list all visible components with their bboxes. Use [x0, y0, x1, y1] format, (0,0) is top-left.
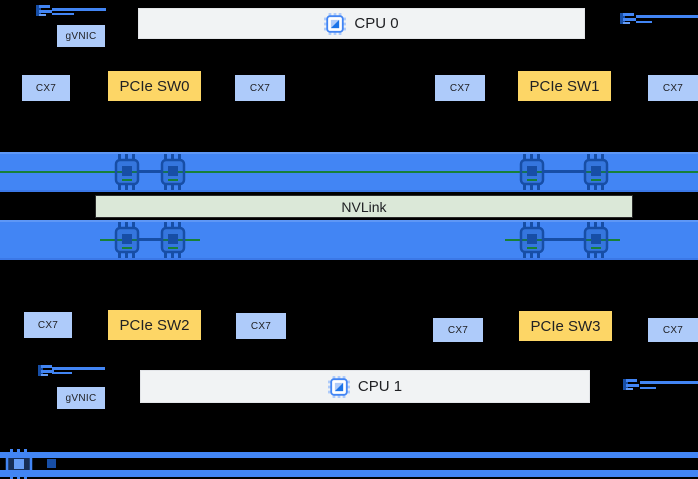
pcie-sw1-label: PCIe SW1 — [529, 77, 600, 95]
nic-port-icon — [620, 11, 637, 26]
pcie-sw0-label: PCIe SW0 — [119, 77, 190, 95]
bottom-network-stripe — [0, 452, 698, 458]
pcie-sw3-label: PCIe SW3 — [530, 317, 601, 335]
network-node-dot — [47, 459, 56, 468]
cx7-label: CX7 — [662, 324, 684, 336]
cpu0-box: CPU 0 — [138, 8, 585, 39]
nic-link-line — [52, 372, 72, 374]
gpu-interconnect — [543, 170, 585, 173]
cx7-box: CX7 — [433, 318, 483, 342]
chip-icon — [4, 449, 34, 479]
cx7-box: CX7 — [236, 313, 286, 339]
cx7-box: CX7 — [24, 312, 72, 338]
cx7-box: CX7 — [22, 75, 70, 101]
pcie-sw3-box: PCIe SW3 — [519, 311, 612, 341]
gpu-chip-icon — [583, 154, 609, 190]
gpu-chip-icon — [114, 154, 140, 190]
gpu-interconnect — [138, 238, 162, 241]
cx7-label: CX7 — [249, 82, 271, 94]
cpu-chip-icon — [327, 375, 350, 398]
cpu-chip-icon — [324, 12, 347, 35]
gpu-interconnect — [138, 170, 162, 173]
nvlink-line-top — [0, 171, 698, 173]
gpu-chip-icon — [519, 222, 545, 258]
nic-link-line — [52, 367, 105, 370]
gpu-chip-icon — [583, 222, 609, 258]
bottom-network-stripe — [0, 470, 698, 477]
cx7-label: CX7 — [447, 324, 469, 336]
cpu0-label: CPU 0 — [354, 15, 399, 32]
nic-link-line — [636, 21, 652, 23]
nic-port-icon — [623, 377, 640, 392]
pcie-sw0-box: PCIe SW0 — [108, 71, 201, 101]
nic-link-line — [52, 8, 106, 11]
nic-port-icon — [38, 363, 55, 378]
cx7-label: CX7 — [449, 82, 471, 94]
gvnic-box-bottom: gVNIC — [57, 387, 105, 409]
gpu-chip-icon — [160, 222, 186, 258]
nic-link-line — [640, 381, 698, 384]
nic-link-line — [52, 13, 74, 15]
cx7-box: CX7 — [648, 75, 698, 101]
cx7-box: CX7 — [235, 75, 285, 101]
pcie-sw1-box: PCIe SW1 — [518, 71, 611, 101]
cpu1-label: CPU 1 — [357, 378, 403, 395]
gvnic-bottom-label: gVNIC — [65, 392, 97, 404]
nic-port-icon — [36, 3, 53, 18]
nic-link-line — [636, 15, 698, 18]
cx7-label: CX7 — [35, 82, 57, 94]
cpu1-box: CPU 1 — [140, 370, 590, 403]
gpu-chip-icon — [114, 222, 140, 258]
cx7-box: CX7 — [435, 75, 485, 101]
cx7-label: CX7 — [37, 319, 59, 331]
nic-link-line — [640, 387, 656, 389]
gpu-chip-icon — [160, 154, 186, 190]
gpu-chip-icon — [519, 154, 545, 190]
cx7-box: CX7 — [648, 318, 698, 342]
pcie-sw2-label: PCIe SW2 — [119, 316, 190, 334]
gvnic-top-label: gVNIC — [65, 30, 97, 42]
gvnic-box-top: gVNIC — [57, 25, 105, 47]
cx7-label: CX7 — [662, 82, 684, 94]
nvlink-bar: NVLink — [95, 195, 633, 218]
gpu-interconnect — [543, 238, 585, 241]
nvlink-label: NVLink — [341, 198, 387, 215]
pcie-sw2-box: PCIe SW2 — [108, 310, 201, 340]
cx7-label: CX7 — [250, 320, 272, 332]
